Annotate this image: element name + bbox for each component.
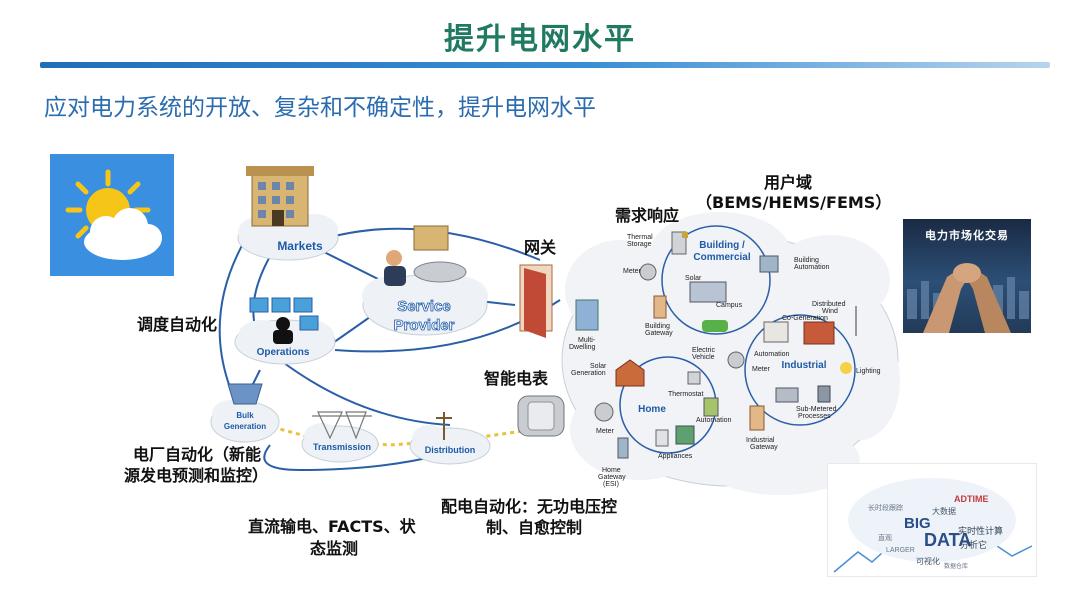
bigdata-word-adtime: ADTIME: [954, 494, 989, 504]
thermostat-label: Thermostat: [668, 391, 703, 398]
markets-label: Markets: [277, 239, 323, 253]
smart-meter-icon: [517, 395, 565, 437]
multi-dwelling-label-1: Multi-: [578, 337, 596, 344]
solar-label: Solar: [685, 275, 702, 282]
bigdata-word-data: DATA: [924, 530, 971, 550]
bigdata-word-tracking: 长时段跟踪: [868, 503, 903, 512]
label-dc-transmission-1: 直流输电、FACTS、状: [248, 517, 416, 536]
gateway-door-icon: [519, 264, 553, 338]
title-divider: [40, 62, 1050, 68]
building-automation-label-1: Building: [794, 257, 819, 264]
service-provider-cloud: Service Provider: [362, 225, 488, 336]
industrial-gateway-label-1: Industrial: [746, 437, 775, 444]
home-label: Home: [638, 404, 666, 415]
customer-item-labels: Thermal Storage Meter Solar Campus Build…: [569, 234, 881, 488]
building-label-1: Building /: [699, 240, 745, 251]
bulk-label-2: Generation: [224, 422, 266, 431]
thermal-storage-label-1: Thermal: [627, 234, 653, 241]
label-plant-automation-1: 电厂自动化（新能: [133, 445, 262, 464]
page-title: 提升电网水平: [444, 22, 636, 57]
bigdata-word-larger: LARGER: [886, 547, 915, 554]
solar-generation-label-1: Solar: [590, 363, 607, 370]
lighting-label: Lighting: [856, 368, 881, 375]
distributed-wind-label-2: Wind: [822, 308, 838, 315]
automation-label-home: Automation: [696, 417, 732, 424]
sub-metered-label-1: Sub-Metered: [796, 406, 837, 413]
label-plant-automation-2: 源发电预测和监控）: [124, 466, 269, 485]
label-distribution-automation-1: 配电自动化：无功电压控: [441, 497, 618, 516]
service-provider-label-1: Service: [397, 298, 450, 315]
bulk-generation-cloud: Bulk Generation: [210, 383, 280, 443]
operations-label: Operations: [257, 347, 310, 358]
transmission-label: Transmission: [313, 442, 371, 452]
sub-metered-label-2: Processes: [798, 413, 831, 420]
label-user-domain: 用户域: [764, 173, 813, 192]
label-distribution-automation-2: 制、自愈控制: [486, 518, 583, 537]
home-gateway-label-2: Gateway: [598, 474, 626, 481]
thermal-storage-label-2: Storage: [627, 241, 652, 248]
building-gateway-label-2: Gateway: [645, 330, 673, 337]
bigdata-word-intuitive: 直观: [878, 533, 892, 542]
meter-label-home: Meter: [596, 428, 615, 435]
service-provider-label-2: Provider: [394, 317, 455, 334]
label-gateway: 网关: [524, 238, 557, 257]
meter-label-industrial: Meter: [752, 366, 771, 373]
co-generation-label: Co-Generation: [782, 315, 828, 322]
label-dispatch-automation: 调度自动化: [137, 315, 218, 334]
label-smart-meter: 智能电表: [484, 369, 549, 388]
market-banner-text: 电力市场化交易: [925, 229, 1009, 242]
multi-dwelling-label-2: Dwelling: [569, 344, 596, 351]
label-user-domain-sub: （BEMS/HEMS/FEMS）: [696, 193, 892, 212]
transmission-cloud: Transmission: [301, 411, 379, 463]
bigdata-word-dashuju: 大数据: [932, 506, 956, 516]
distribution-cloud: Distribution: [409, 412, 491, 465]
automation-label: Automation: [754, 351, 790, 358]
campus-label: Campus: [716, 302, 743, 309]
building-label-2: Commercial: [693, 252, 750, 263]
label-demand-response: 需求响应: [615, 206, 680, 225]
electric-vehicle-label-1: Electric: [692, 347, 715, 354]
bigdata-word-warehouse: 数据仓库: [944, 562, 968, 570]
bigdata-word-analysis: 分析它: [960, 539, 987, 550]
home-gateway-label-1: Home: [602, 467, 621, 474]
markets-cloud: Markets: [237, 166, 339, 261]
customer-domain-cloud: Building / Commercial Home Industrial: [561, 212, 900, 495]
appliances-label: Appliances: [658, 453, 693, 460]
building-automation-label-2: Automation: [794, 264, 830, 271]
industrial-label: Industrial: [781, 360, 826, 371]
industrial-gateway-label-2: Gateway: [750, 444, 778, 451]
solar-generation-label-2: Generation: [571, 370, 606, 377]
building-gateway-label-1: Building: [645, 323, 670, 330]
electric-vehicle-label-2: Vehicle: [692, 354, 715, 361]
bigdata-word-visual: 可视化: [916, 556, 940, 566]
bigdata-word-big: BIG: [904, 515, 931, 532]
distribution-label: Distribution: [425, 445, 476, 455]
big-data-image: BIG DATA ADTIME 实时性计算 分析它 大数据 可视化 长时段跟踪 …: [827, 463, 1037, 577]
bulk-label-1: Bulk: [236, 411, 254, 420]
page-subtitle: 应对电力系统的开放、复杂和不确定性，提升电网水平: [44, 95, 596, 121]
label-dc-transmission-2: 态监测: [310, 539, 359, 558]
market-trading-image: 电力市场化交易: [903, 219, 1031, 333]
operations-cloud: Operations: [234, 297, 336, 365]
weather-icon: [50, 154, 174, 276]
bigdata-word-realtime: 实时性计算: [958, 525, 1003, 536]
home-gateway-label-3: (ESI): [603, 481, 619, 488]
meter-label-building: Meter: [623, 268, 642, 275]
distributed-wind-label-1: Distributed: [812, 301, 846, 308]
